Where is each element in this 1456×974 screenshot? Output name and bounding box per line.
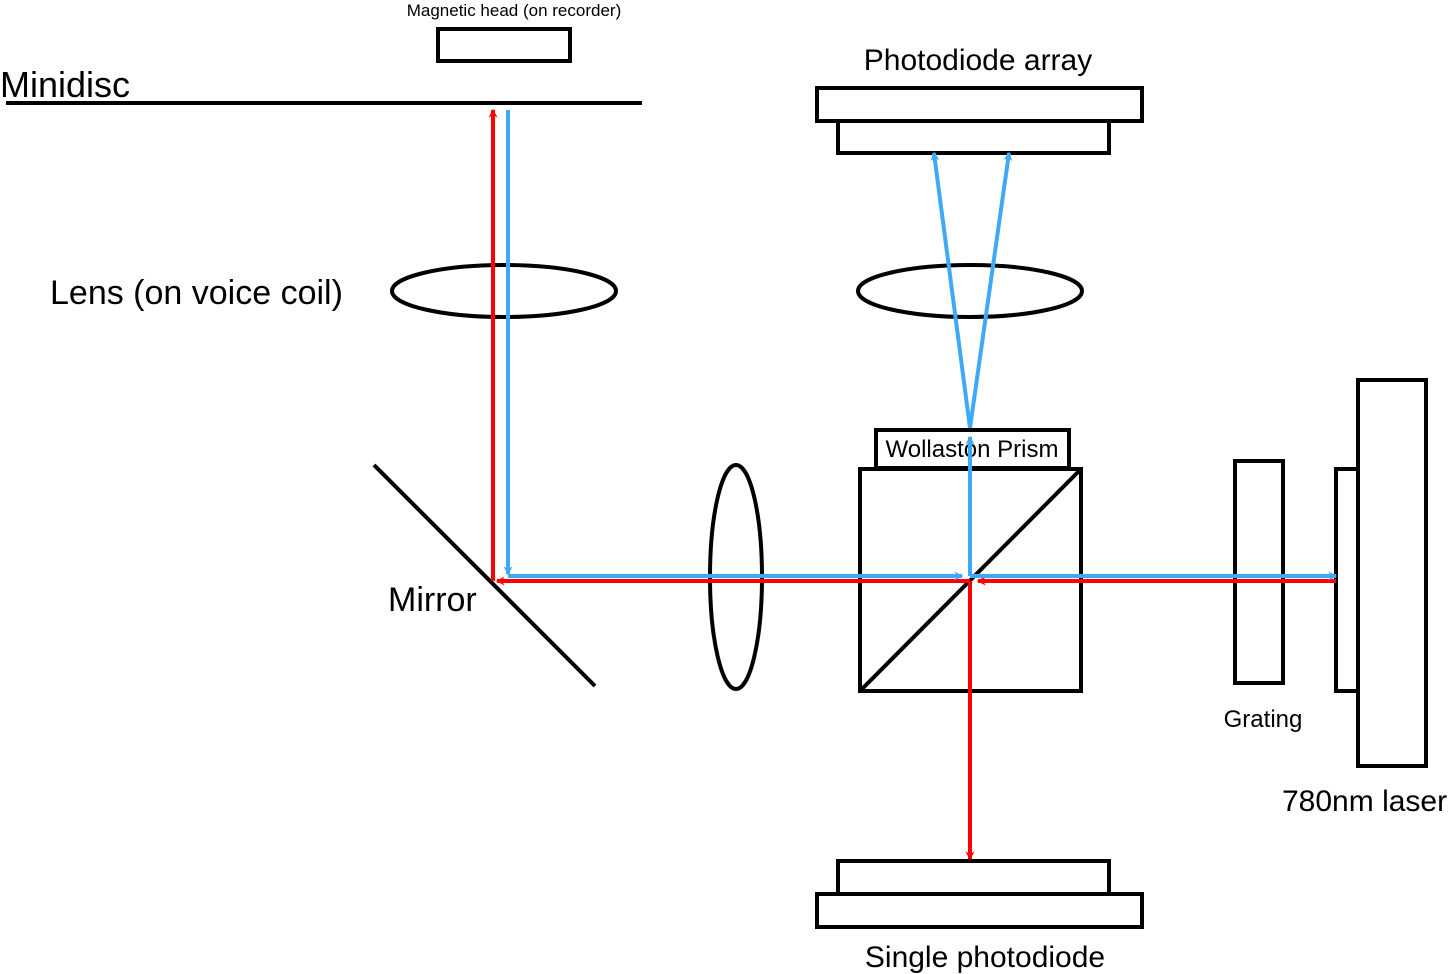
- photodiode-focus-lens: [856, 263, 1084, 319]
- laser-label: 780nm laser: [1282, 785, 1447, 818]
- blue-beam-prism-to-array-left: [930, 151, 972, 429]
- mirror: [372, 463, 597, 688]
- single-photodiode-label: Single photodiode: [865, 941, 1105, 974]
- single-photodiode-sensor: [836, 859, 1111, 896]
- grating-label: Grating: [1224, 706, 1303, 733]
- objective-lens-label: Lens (on voice coil): [50, 274, 343, 312]
- magnetic-head: [436, 27, 572, 63]
- laser-emitter: [1334, 467, 1360, 693]
- photodiode-array-sensor: [836, 119, 1111, 155]
- single-photodiode-housing: [815, 892, 1144, 929]
- photodiode-array-label: Photodiode array: [864, 44, 1093, 77]
- minidisc-label: Minidisc: [0, 64, 130, 105]
- grating: [1233, 459, 1285, 685]
- mirror-label: Mirror: [388, 581, 477, 619]
- photodiode-array-housing: [815, 86, 1144, 123]
- beam-splitter-diagonal: [858, 467, 1083, 693]
- objective-lens: [390, 263, 618, 319]
- blue-beam-prism-to-array-right: [968, 151, 1013, 429]
- magnetic-head-label: Magnetic head (on recorder): [407, 1, 622, 20]
- laser-body: [1356, 378, 1428, 768]
